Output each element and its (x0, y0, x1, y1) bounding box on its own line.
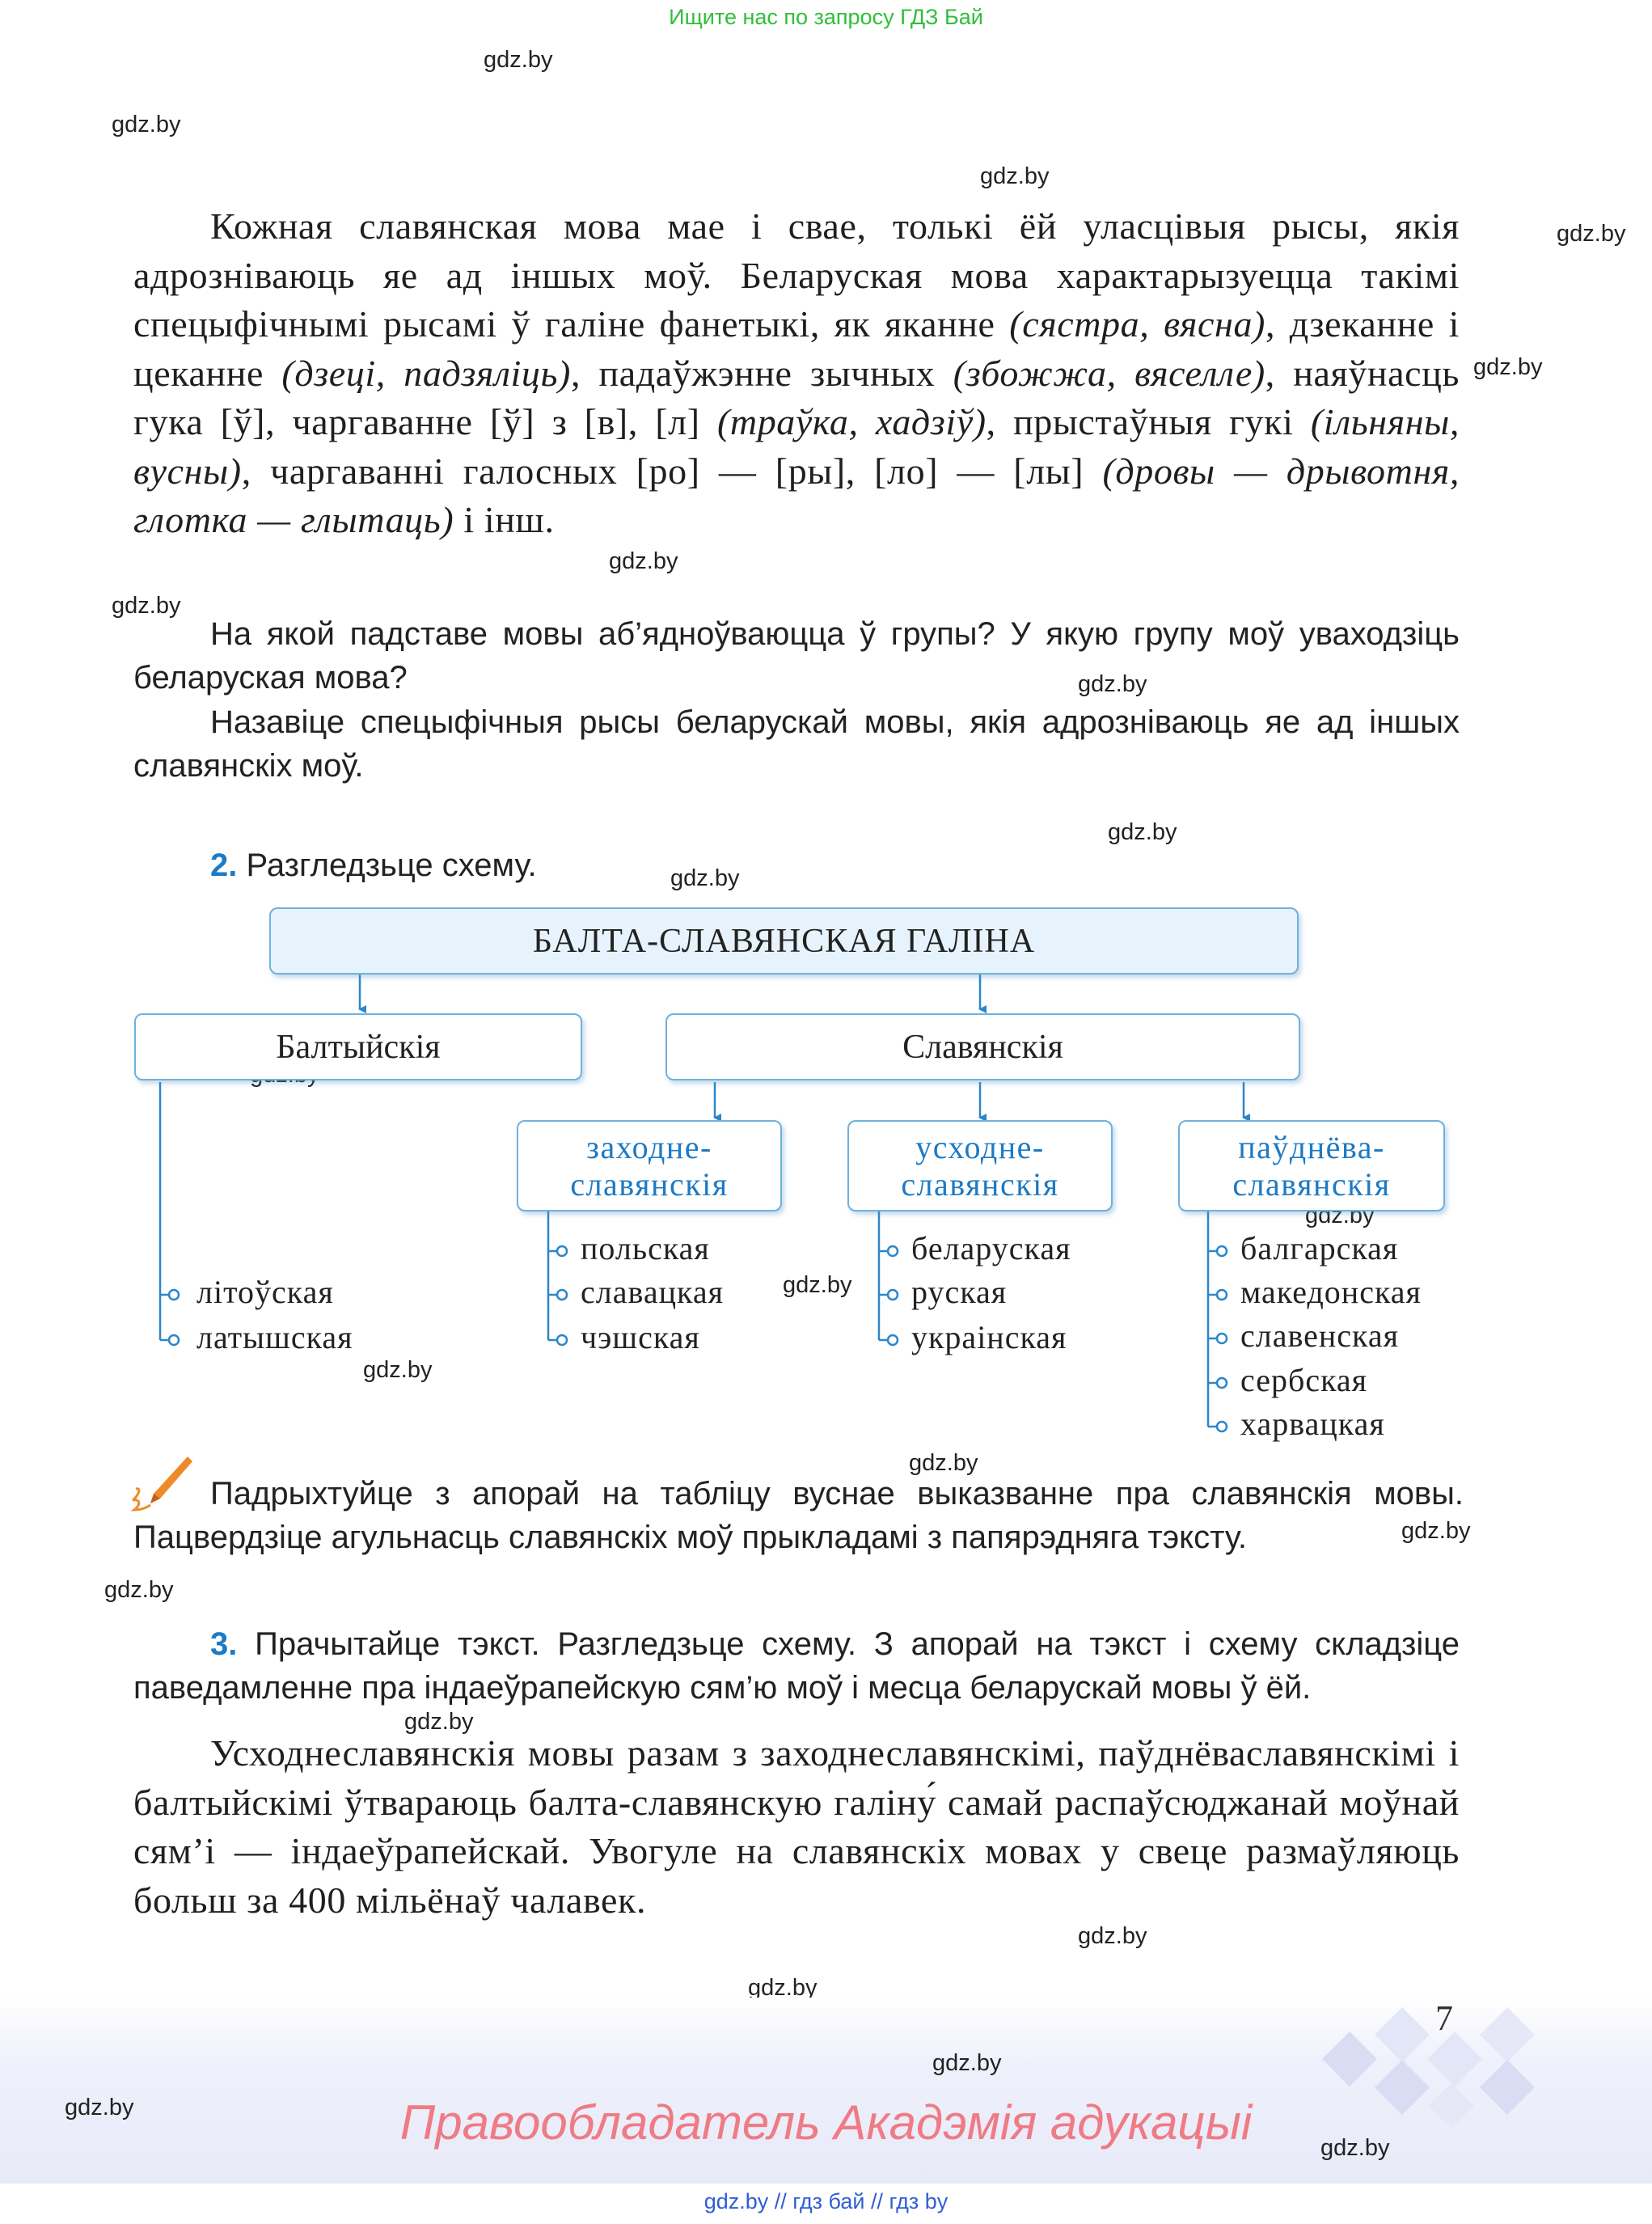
watermark: gdz.by (104, 1577, 174, 1603)
watermark: gdz.by (112, 593, 181, 619)
bottom-links[interactable]: gdz.by // гдз бай // гдз by (703, 2189, 949, 2213)
watermark: gdz.by (783, 1272, 852, 1298)
scheme-connectors (158, 975, 1250, 1433)
watermark: gdz.by (909, 1450, 978, 1476)
lang-item: латышская (196, 1319, 353, 1355)
lang-item: славенская (1240, 1317, 1400, 1354)
rights-holder: Правообладатель Акадэмія адукацыі (399, 2095, 1253, 2150)
watermark: gdz.by (670, 865, 740, 891)
task-2: 2. Разгледзьце схему. (210, 848, 537, 883)
scheme-east-box: усходне-славянскія (847, 1120, 1113, 1211)
watermark: gdz.by (112, 112, 181, 137)
lang-item: чэшская (581, 1319, 700, 1355)
watermark: gdz.by (1473, 354, 1543, 380)
watermark: gdz.by (1078, 671, 1147, 697)
watermark: gdz.by (363, 1357, 433, 1383)
watermark: gdz.by (1320, 2135, 1390, 2161)
watermark: gdz.by (980, 163, 1050, 189)
lang-item: беларуская (911, 1230, 1071, 1266)
watermark: gdz.by (404, 1709, 474, 1735)
watermark: gdz.by (609, 548, 678, 574)
watermark: gdz.by (65, 2095, 134, 2120)
task-3: 3. Прачытайце тэкст. Разгледзьце схему. … (133, 1626, 1460, 1706)
lang-item: македонская (1240, 1274, 1422, 1310)
header-note: Ищите нас по запросу ГДЗ Бай (669, 5, 983, 29)
scheme-baltic-box: Балтыйскія (134, 1013, 582, 1080)
page-number: 7 (1435, 1998, 1453, 2038)
writing-task: Падрыхтуйце з апорай на табліцу вуснае в… (133, 1476, 1464, 1555)
lang-item: руская (911, 1274, 1008, 1310)
diamond-decoration (1322, 2007, 1535, 2129)
pen-writing-icon (130, 1457, 192, 1512)
watermark: gdz.by (1557, 221, 1626, 247)
question-1: На якой падставе мовы аб’ядноўваюцца ў г… (133, 616, 1460, 696)
scheme-root-box: БАЛТА-СЛАВЯНСКАЯ ГАЛІНА (269, 907, 1299, 975)
question-2: Назавіце спецыфічныя рысы беларускай мов… (133, 704, 1460, 784)
scheme-west-box: заходне-славянскія (517, 1120, 782, 1211)
main-paragraph: Кожная славянская мова мае і свае, тольк… (133, 205, 1460, 540)
watermark: gdz.by (1078, 1923, 1147, 1949)
lang-item: славацкая (581, 1274, 724, 1310)
watermark: gdz.by (1401, 1518, 1471, 1544)
lang-item: харвацкая (1240, 1406, 1385, 1442)
watermark: gdz.by (484, 47, 553, 73)
closing-paragraph: Усходнеславянскія мовы разам з заходнесл… (133, 1732, 1460, 1921)
lang-item: польская (581, 1230, 710, 1266)
watermark: gdz.by (932, 2050, 1002, 2076)
lang-item: украінская (911, 1319, 1067, 1355)
footer-band (0, 1998, 1652, 2184)
lang-item: літоўская (196, 1274, 334, 1310)
lang-item: сербская (1240, 1362, 1368, 1398)
scheme-south-box: паўднёва-славянскія (1178, 1120, 1445, 1211)
scheme-slavic-box: Славянскія (665, 1013, 1300, 1080)
lang-item: балгарская (1240, 1230, 1399, 1266)
watermark: gdz.by (1108, 819, 1177, 845)
watermark: gdz.by (748, 1975, 818, 2001)
